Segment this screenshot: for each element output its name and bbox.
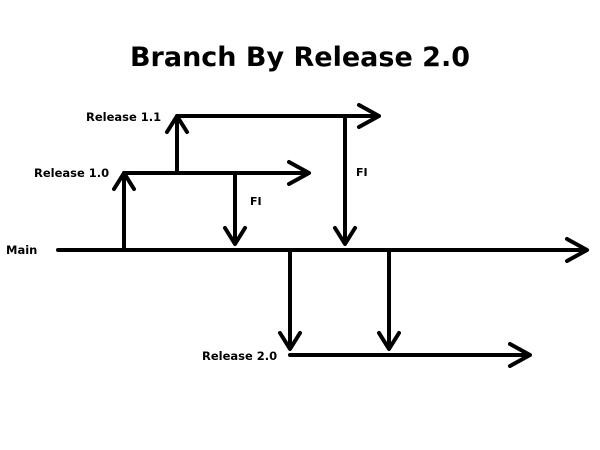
main-branch-line (56, 237, 589, 263)
down-arrow-icon (278, 331, 302, 351)
fi-label-release-1-1: FI (356, 166, 368, 179)
release-1-1-label: Release 1.1 (86, 110, 161, 124)
release-1-0-arrowhead-icon (287, 160, 311, 186)
merge-main-to-release-2-0 (377, 248, 401, 351)
release-2-0-arrowhead-icon (508, 342, 532, 368)
merge-release-1-1-to-main (333, 114, 357, 246)
main-branch-label: Main (6, 243, 37, 257)
release-1-0-label: Release 1.0 (34, 166, 109, 180)
merge-release-1-0-to-main (223, 171, 247, 246)
page-title: Branch By Release 2.0 (130, 42, 470, 73)
main-arrowhead-icon (565, 237, 589, 263)
release-1-1-arrowhead-icon (357, 103, 381, 129)
down-arrow-icon (333, 226, 357, 246)
down-arrow-icon (223, 226, 247, 246)
up-arrow-icon (112, 171, 136, 191)
down-arrow-icon (377, 331, 401, 351)
release-1-0-line (122, 160, 311, 186)
release-2-0-line (288, 342, 532, 368)
branch-main-to-release-1-0 (112, 171, 136, 252)
branch-release-1-0-to-release-1-1 (165, 114, 189, 175)
release-1-1-line (175, 103, 381, 129)
fi-label-release-1-0: FI (250, 195, 262, 208)
up-arrow-icon (165, 114, 189, 134)
branch-main-to-release-2-0 (278, 248, 302, 351)
release-2-0-label: Release 2.0 (202, 349, 277, 363)
